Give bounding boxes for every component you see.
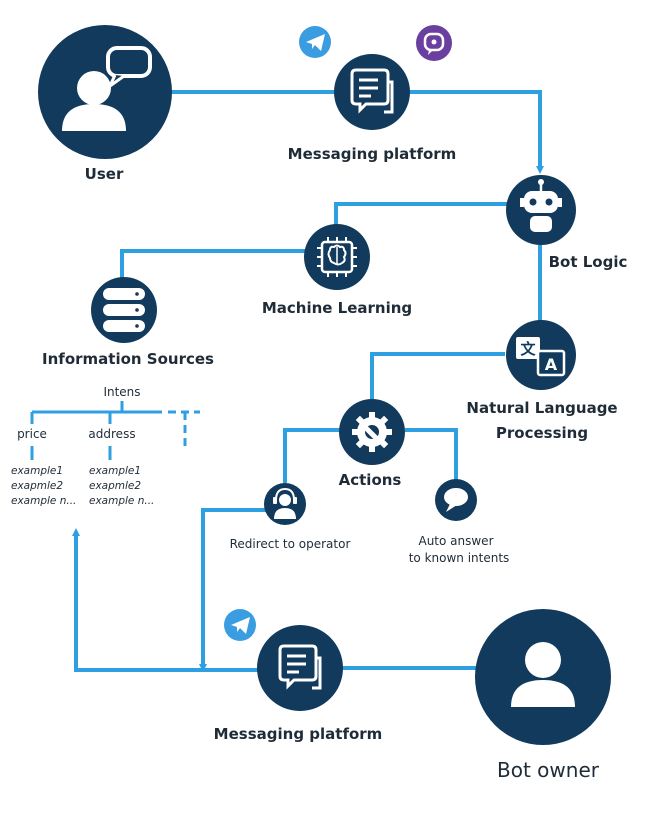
viber-icon [416,25,452,61]
bot-logic-node [506,175,576,245]
messaging-top-node [334,54,410,130]
brain-chip-icon [317,237,357,277]
speech-bubble-icon [444,488,468,512]
connector-actions-auto [405,428,458,482]
chat-bubbles-icon [278,644,322,690]
nlp-node: 文 A [506,320,576,390]
redirect-label: Redirect to operator [229,537,351,551]
example-item: example1 [89,465,142,477]
user-label: User [84,165,124,183]
actions-node [339,399,405,465]
svg-text:文: 文 [520,340,536,358]
chat-bubbles-icon [350,68,394,114]
messaging-top-label: Messaging platform [287,145,457,163]
example-item: example n... [11,495,77,507]
robot-icon [520,179,562,232]
auto-answer-label-line1: Auto answer [418,534,494,548]
database-icon [103,288,145,332]
connector-botlogic-ml [334,202,515,235]
operator-node [264,483,306,525]
connector-nlp-actions [370,352,505,402]
gear-wrench-icon [352,412,392,452]
svg-text:A: A [545,355,558,374]
machine-learning-label: Machine Learning [261,299,413,317]
intent-price-label: price [17,427,47,441]
information-sources-node [91,277,157,343]
nlp-label-line1: Natural Language [466,399,618,417]
intens-label: Intens [103,385,141,399]
connector-ml-infosources [120,249,305,282]
person-icon [511,642,575,707]
information-sources-label: Information Sources [42,350,214,368]
headset-operator-icon [273,487,297,519]
intent-address-label: address [88,427,136,441]
translate-icon: 文 A [516,337,566,377]
price-examples: example1 exapmle2 example n... [11,464,76,509]
user-node [38,25,172,159]
telegram-icon [299,26,331,58]
messaging-bottom-label: Messaging platform [213,725,383,743]
example-item: example1 [11,465,64,477]
connector-messaging-botlogic [405,90,544,174]
example-item: exapmle2 [11,480,64,492]
messaging-bottom-node [257,625,343,711]
connectors [72,90,544,672]
example-item: exapmle2 [89,480,142,492]
bot-owner-label: Bot owner [497,758,599,782]
auto-answer-node [435,479,477,521]
example-item: example n... [89,495,155,507]
bot-owner-node [475,609,611,745]
nlp-label-line2: Processing [495,424,589,442]
connector-actions-redirect [283,428,340,483]
intents-tree [30,401,200,460]
connector-redirect-messaging [199,508,268,672]
bot-logic-label: Bot Logic [548,253,628,271]
telegram-icon [224,609,256,641]
user-speech-bubble-icon [62,46,152,131]
auto-answer-label-line2: to known intents [408,551,510,565]
address-examples: example1 exapmle2 example n... [89,464,154,509]
machine-learning-node [304,224,370,290]
actions-label: Actions [338,471,402,489]
connector-messaging-infosources [72,528,258,672]
